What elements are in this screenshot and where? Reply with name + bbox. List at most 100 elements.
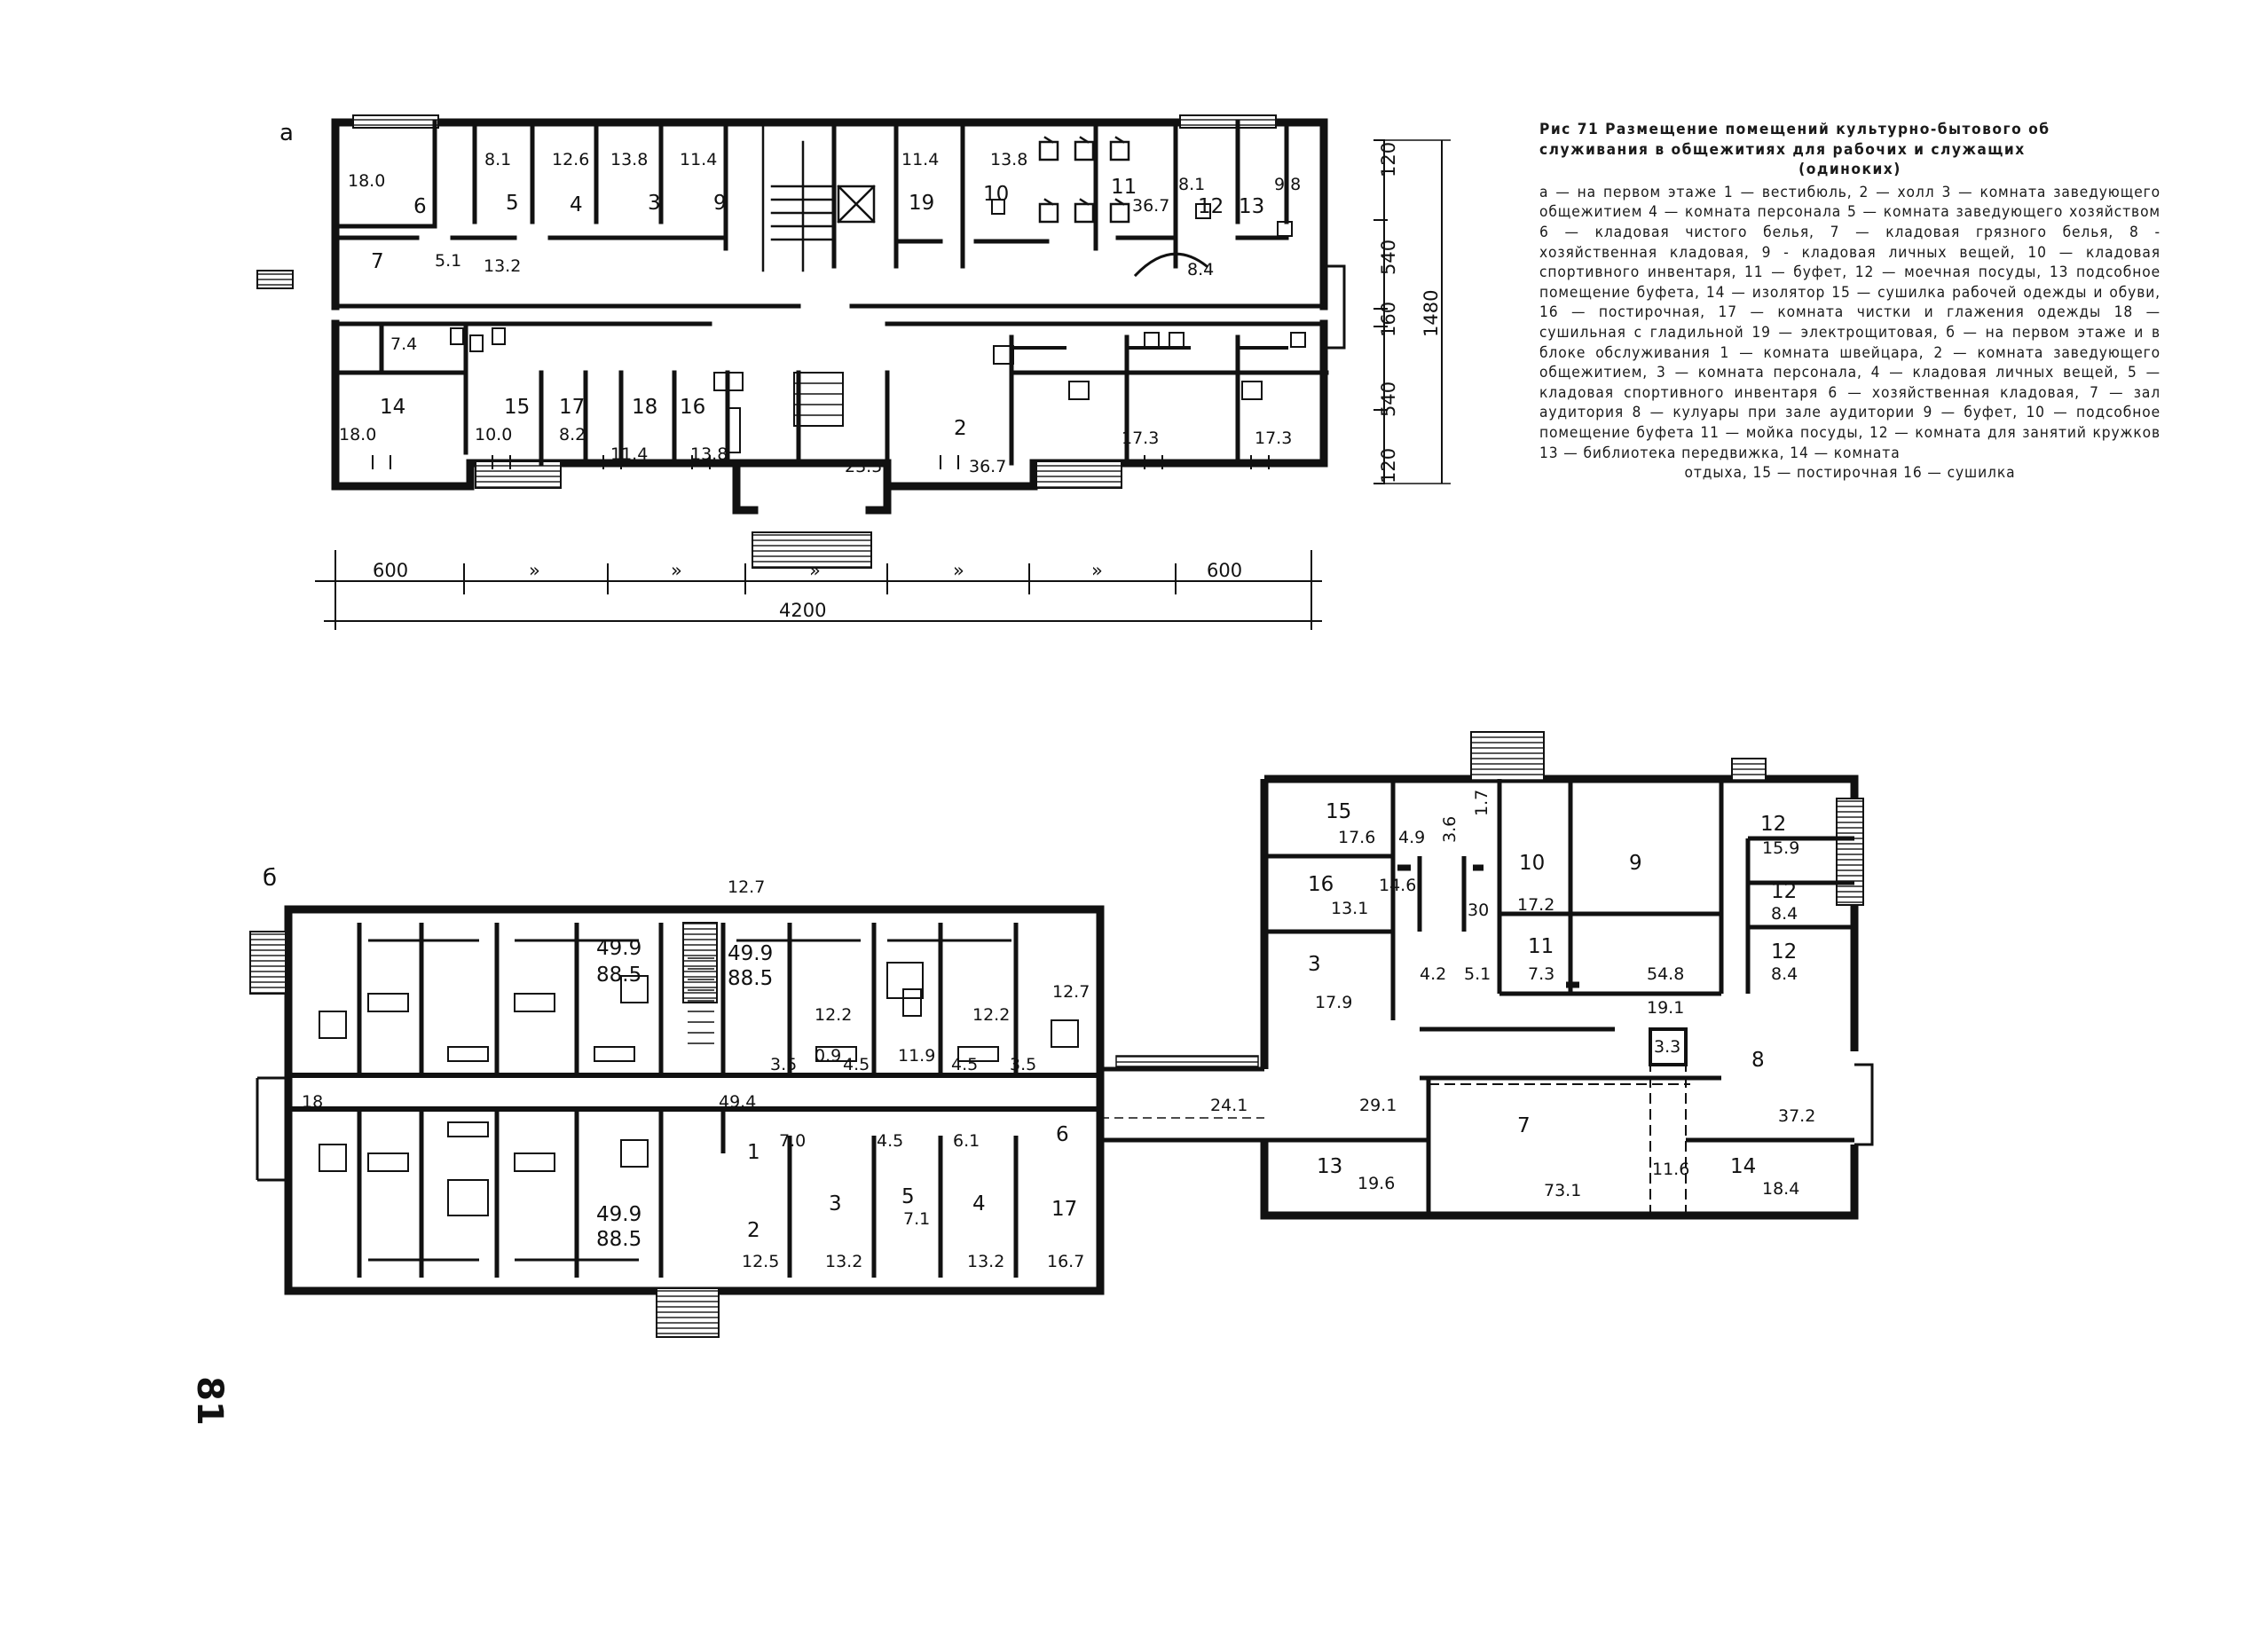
room-label: 18 [302, 1092, 323, 1112]
room-label: 13 [1239, 195, 1264, 218]
room-label: 14 [380, 396, 405, 419]
room-label: 18.0 [339, 425, 376, 444]
room-label: 12 [1771, 880, 1797, 903]
dimension-label: 600 [1207, 560, 1242, 581]
room-label: 4 [972, 1192, 986, 1215]
room-label: 5 [506, 192, 519, 215]
legend-text: а — на первом этаже 1 — вестибюль, 2 — х… [1539, 183, 2160, 462]
plan-a-dimensions [315, 139, 1451, 630]
room-label: 4.2 [1420, 964, 1446, 984]
figure-caption: Рис 71 Размещение помещений культурно-бы… [1539, 120, 2160, 484]
room-label: 36.7 [1132, 196, 1169, 216]
room-label: 11.4 [610, 444, 648, 464]
room-label: 3.5 [770, 1055, 797, 1074]
service-block-room-labels: 15 17.6 4.9 3.6 1.7 10 17.2 9 12 15.9 16… [1210, 790, 1815, 1200]
room-label: 8.4 [1187, 260, 1214, 279]
room-label: 15 [1326, 800, 1351, 823]
room-label: 13.1 [1331, 899, 1368, 918]
dimension-label: » [953, 560, 964, 581]
room-label: 18.4 [1762, 1179, 1799, 1199]
room-label: 11.6 [1652, 1160, 1689, 1179]
room-label: 11.9 [898, 1046, 935, 1066]
dimension-label: 540 [1378, 382, 1399, 417]
room-label: 13.2 [967, 1252, 1004, 1271]
dimension-label: 4200 [779, 600, 826, 621]
plan-a-room-labels: 18.0 6 8.1 5 12.6 4 13.8 3 11.4 9 11.4 1… [339, 150, 1301, 476]
room-label: 13.8 [690, 444, 728, 464]
dimension-label: 1480 [1421, 290, 1442, 337]
room-label: 3.3 [1654, 1037, 1680, 1057]
room-label: 8.1 [1178, 175, 1205, 194]
room-label: 5 [901, 1185, 915, 1208]
room-label: 14 [1730, 1155, 1756, 1178]
figure-title-line: Рис 71 Размещение помещений культурно-бы… [1539, 121, 2050, 138]
room-label: 3.6 [1440, 816, 1460, 843]
room-label: 12.6 [552, 150, 589, 169]
room-label: 17 [559, 396, 585, 419]
room-label: 4 [570, 193, 583, 216]
plan-a-dimension-labels: 600 » » » » » 600 4200 120 540 160 540 1… [373, 142, 1442, 621]
room-label: 88.5 [596, 1228, 641, 1251]
dimension-label: » [1091, 560, 1103, 581]
dimension-label: 120 [1378, 142, 1399, 177]
plan-b-room-labels: 12.7 49.9 88.5 49.9 88.5 12.2 12.2 12.7 … [302, 877, 1090, 1271]
room-label: 7.3 [1528, 964, 1554, 984]
room-label: 4.5 [951, 1055, 978, 1074]
legend-end: отдыха, 15 — постирочная 16 — сушилка [1684, 464, 2016, 483]
room-label: 10 [1519, 852, 1545, 875]
room-label: 12.7 [728, 877, 765, 897]
room-label: 12.7 [1052, 982, 1090, 1002]
room-label: 17.2 [1517, 895, 1554, 915]
room-label: 73.1 [1544, 1181, 1581, 1200]
floor-plan-a: а [256, 114, 1346, 569]
room-label: 9 [713, 192, 727, 215]
dimension-label: » [809, 560, 821, 581]
room-label: 13.8 [610, 150, 648, 169]
room-label: 36.7 [969, 457, 1006, 476]
room-label: 3 [1308, 953, 1321, 976]
room-label: 18 [632, 396, 657, 419]
room-label: 17.3 [1122, 429, 1159, 448]
room-label: 12 [1771, 940, 1797, 964]
figure-title-line: служивания в общежитиях для рабочих и сл… [1539, 140, 2026, 159]
room-label: 29.1 [1359, 1096, 1397, 1115]
room-label: 10 [983, 183, 1009, 206]
room-label: 8.2 [559, 425, 586, 444]
dimension-label: » [529, 560, 540, 581]
room-label: 19.6 [1358, 1174, 1395, 1193]
room-label: 17.6 [1338, 828, 1375, 847]
room-label: 3 [648, 192, 661, 215]
room-label: 19.1 [1647, 998, 1684, 1018]
room-label: 9.8 [1274, 175, 1301, 194]
room-label: 15 [504, 396, 530, 419]
room-label: 11 [1111, 176, 1137, 199]
room-label: 12.2 [815, 1005, 852, 1025]
room-label: 3 [829, 1192, 842, 1215]
room-label: 49.9 [728, 942, 773, 965]
room-label: 7 [1517, 1114, 1531, 1137]
room-label: 18.0 [348, 171, 385, 191]
room-label: 12.5 [742, 1252, 779, 1271]
room-label: 4.5 [843, 1055, 870, 1074]
room-label: 5.1 [1464, 964, 1491, 984]
room-label: 13 [1317, 1155, 1342, 1178]
room-label: 13.8 [990, 150, 1027, 169]
room-label: 19 [909, 192, 934, 215]
room-label: 1 [747, 1141, 760, 1164]
room-label: 9 [1629, 852, 1642, 875]
room-label: 17.3 [1255, 429, 1292, 448]
room-label: 88.5 [596, 964, 641, 987]
room-label: 11.4 [901, 150, 939, 169]
dimension-label: 120 [1378, 448, 1399, 484]
room-label: 8.4 [1771, 904, 1798, 924]
room-label: 37.2 [1778, 1106, 1815, 1126]
room-label: 10.0 [475, 425, 512, 444]
room-label: 12 [1760, 813, 1786, 836]
room-label: 16.7 [1047, 1252, 1084, 1271]
room-label: 2 [747, 1219, 760, 1242]
room-label: 1.7 [1472, 790, 1491, 816]
figure-title: Рис 71 Размещение помещений культурно-бы… [1539, 120, 2160, 180]
room-label: 7 [371, 250, 384, 273]
room-label: 16 [1308, 873, 1334, 896]
